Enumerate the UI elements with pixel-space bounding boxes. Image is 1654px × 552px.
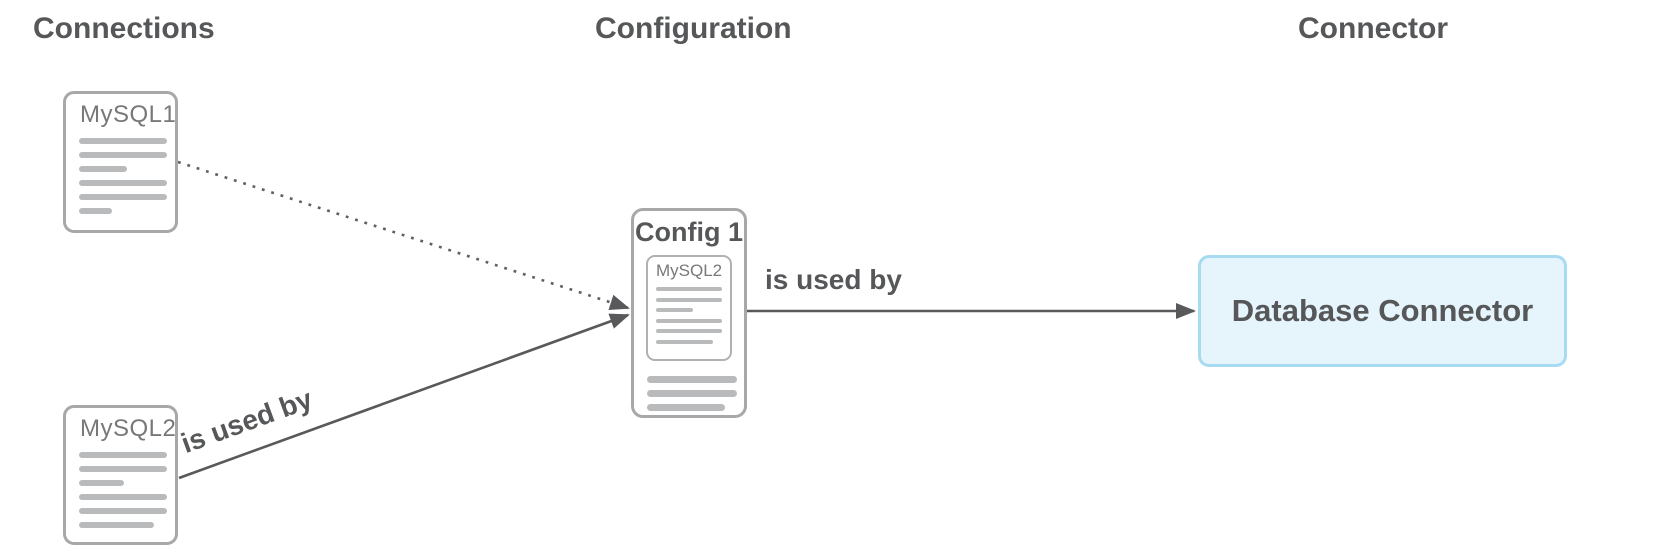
placeholder-line <box>656 318 722 323</box>
edge-mysql1-config1 <box>177 160 630 311</box>
placeholder-line <box>79 166 127 173</box>
placeholder-line <box>656 329 722 333</box>
placeholder-line <box>79 194 167 201</box>
placeholder-line <box>656 308 693 312</box>
placeholder-line <box>79 152 167 159</box>
placeholder-line <box>79 508 167 515</box>
placeholder-line <box>79 480 124 487</box>
inner-card-title: MySQL2 <box>656 261 723 280</box>
node-config1-inner-mysql2: MySQL2 <box>646 255 732 361</box>
placeholder-line <box>79 138 167 145</box>
connector-label: Database Connector <box>1231 293 1534 328</box>
node-mysql2-card: MySQL2 <box>63 405 178 545</box>
node-config1-card: Config 1 MySQL2 <box>631 208 747 418</box>
card-title-mysql1: MySQL1 <box>80 101 177 128</box>
node-database-connector: Database Connector <box>1198 255 1567 367</box>
placeholder-line <box>79 452 167 459</box>
placeholder-line <box>647 404 725 411</box>
column-header-configuration: Configuration <box>595 12 792 45</box>
edge-mysql2-config1 <box>178 313 630 480</box>
placeholder-line <box>79 180 167 187</box>
placeholder-line <box>79 522 154 529</box>
edge-label-config1-connector: is used by <box>765 264 902 295</box>
placeholder-line <box>656 339 713 344</box>
node-mysql1-card: MySQL1 <box>63 91 178 233</box>
placeholder-line <box>79 494 167 501</box>
placeholder-line <box>647 390 737 397</box>
card-title-config1: Config 1 <box>635 217 743 247</box>
card-title-mysql2: MySQL2 <box>80 415 177 442</box>
placeholder-line <box>79 208 112 215</box>
placeholder-line <box>647 376 737 383</box>
placeholder-line <box>656 297 722 302</box>
placeholder-line <box>656 287 722 291</box>
placeholder-line <box>79 466 167 473</box>
config-card-footer-lines <box>634 361 744 411</box>
edge-label-mysql2-config1: is used by <box>177 383 317 460</box>
column-header-connector: Connector <box>1298 12 1448 45</box>
column-header-connections: Connections <box>33 12 215 45</box>
